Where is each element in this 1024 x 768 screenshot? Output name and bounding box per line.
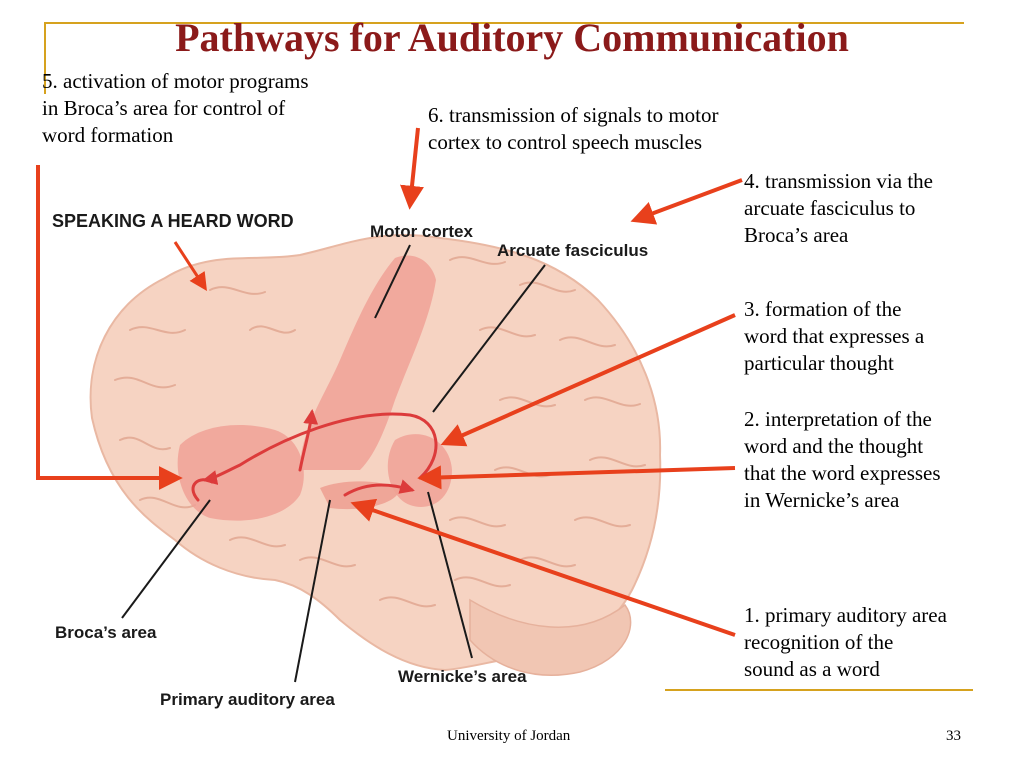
step-3-caption: 3. formation of the word that expresses … — [744, 297, 925, 375]
label-motor-cortex: Motor cortex — [370, 222, 474, 241]
left-rule — [44, 22, 46, 94]
label-brocas-area: Broca’s area — [55, 623, 157, 642]
top-rule — [44, 22, 964, 24]
figure-heading: SPEAKING A HEARD WORD — [52, 211, 294, 231]
arcuate-pathway — [343, 479, 415, 497]
arrow-heading — [173, 241, 207, 292]
arrow-step6 — [400, 127, 424, 210]
arrow-step1 — [350, 498, 736, 637]
step-6-caption: 6. transmission of signals to motor cort… — [428, 103, 719, 154]
step-1-caption: 1. primary auditory area recognition of … — [744, 603, 947, 681]
label-wernickes-area: Wernicke’s area — [398, 667, 527, 686]
annotation-arrows — [36, 127, 743, 637]
brain-lower-lobe — [469, 598, 632, 676]
bottom-rule — [665, 689, 973, 691]
leader-lines — [121, 244, 546, 683]
arrow-step3 — [440, 313, 736, 447]
slide-title: Pathways for Auditory Communication — [175, 15, 849, 60]
label-arcuate-fasciculus: Arcuate fasciculus — [497, 241, 648, 260]
footer-institution: University of Jordan — [447, 728, 571, 744]
arrow-step4 — [630, 178, 743, 225]
pathway-arrows — [191, 409, 438, 502]
motor-cortex-region — [300, 255, 436, 470]
step-5-caption: 5. activation of motor programs in Broca… — [42, 69, 309, 147]
gyri-texture — [114, 256, 646, 608]
arrow-step5 — [36, 165, 183, 490]
brocas-region — [177, 425, 304, 521]
primary-auditory-region — [320, 481, 400, 510]
step-4-caption: 4. transmission via the arcuate fascicul… — [744, 169, 933, 247]
page-number: 33 — [946, 728, 961, 744]
label-primary-auditory-area: Primary auditory area — [160, 690, 335, 709]
arrow-step2 — [417, 465, 736, 490]
step-2-caption: 2. interpretation of the word and the th… — [744, 407, 941, 512]
